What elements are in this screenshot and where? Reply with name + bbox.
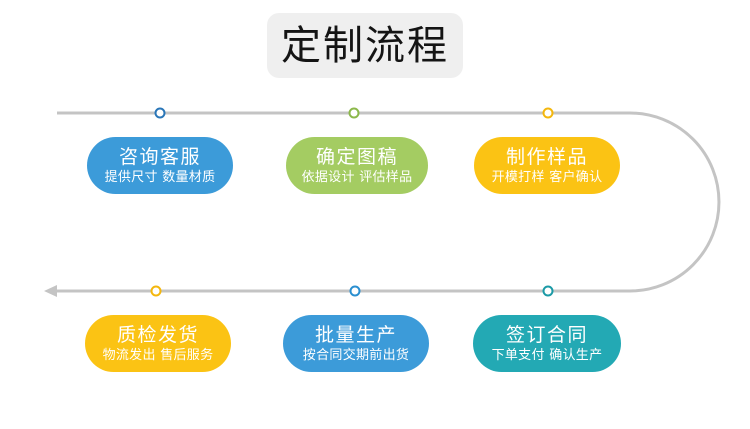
step-title: 制作样品 — [505, 145, 588, 168]
step-subtitle: 物流发出 售后服务 — [102, 347, 214, 363]
step-card-inspect-ship[interactable]: 质检发货 物流发出 售后服务 — [85, 315, 231, 372]
step-subtitle: 提供尺寸 数量材质 — [104, 169, 216, 185]
step-card-consult-service[interactable]: 咨询客服 提供尺寸 数量材质 — [87, 137, 233, 194]
step-title: 批量生产 — [314, 323, 397, 346]
step-subtitle: 下单支付 确认生产 — [491, 347, 603, 363]
page-title-plate — [267, 13, 463, 78]
flow-arrowhead-left — [44, 285, 57, 297]
step-title: 质检发货 — [116, 323, 199, 346]
step-card-confirm-artwork[interactable]: 确定图稿 依据设计 评估样品 — [286, 137, 428, 194]
step-title: 签订合同 — [505, 323, 588, 346]
step-subtitle: 开模打样 客户确认 — [491, 169, 603, 185]
node-marker-step-1 — [154, 107, 166, 119]
node-marker-step-5 — [349, 285, 361, 297]
step-card-sign-contract[interactable]: 签订合同 下单支付 确认生产 — [473, 315, 621, 372]
step-card-make-sample[interactable]: 制作样品 开模打样 客户确认 — [474, 137, 620, 194]
node-marker-step-2 — [348, 107, 360, 119]
step-card-mass-production[interactable]: 批量生产 按合同交期前出货 — [283, 315, 429, 372]
flow-turn-arc — [629, 111, 721, 293]
step-subtitle: 按合同交期前出货 — [302, 347, 410, 363]
node-marker-step-6 — [150, 285, 162, 297]
node-marker-step-3 — [542, 107, 554, 119]
step-subtitle: 依据设计 评估样品 — [301, 169, 413, 185]
page-title: 定制流程 — [281, 22, 449, 69]
step-title: 确定图稿 — [315, 145, 398, 168]
step-title: 咨询客服 — [118, 145, 201, 168]
node-marker-step-4 — [542, 285, 554, 297]
